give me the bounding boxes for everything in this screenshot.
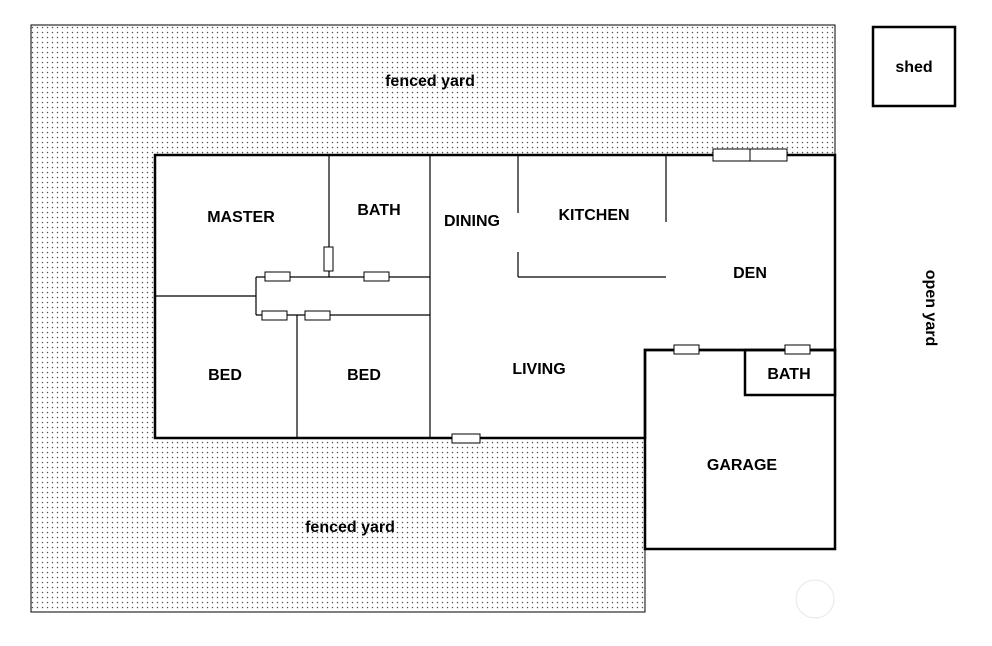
room-label-den: DEN (733, 265, 767, 282)
shed-walls (871, 25, 957, 108)
yard-label-bottom: fenced yard (305, 519, 395, 536)
garage-walls (643, 348, 837, 551)
interior-walls (155, 155, 667, 438)
yard-label-right: open yard (922, 270, 939, 346)
room-label-dining: DINING (444, 213, 500, 230)
fenced-yard-area (30, 24, 836, 613)
room-label-bath-main: BATH (357, 202, 400, 219)
openings (261, 148, 811, 444)
shed-label: shed (895, 59, 932, 76)
room-label-garage: GARAGE (707, 457, 778, 474)
room-label-bed-middle: BED (347, 367, 381, 384)
room-label-bed-left: BED (208, 367, 242, 384)
room-label-kitchen: KITCHEN (558, 207, 629, 224)
room-label-living: LIVING (512, 361, 565, 378)
house-walls (153, 153, 837, 440)
room-label-bath-garage: BATH (767, 366, 810, 383)
room-label-master: MASTER (207, 209, 275, 226)
yard-label-top: fenced yard (385, 73, 475, 90)
faint-circle (795, 579, 835, 619)
